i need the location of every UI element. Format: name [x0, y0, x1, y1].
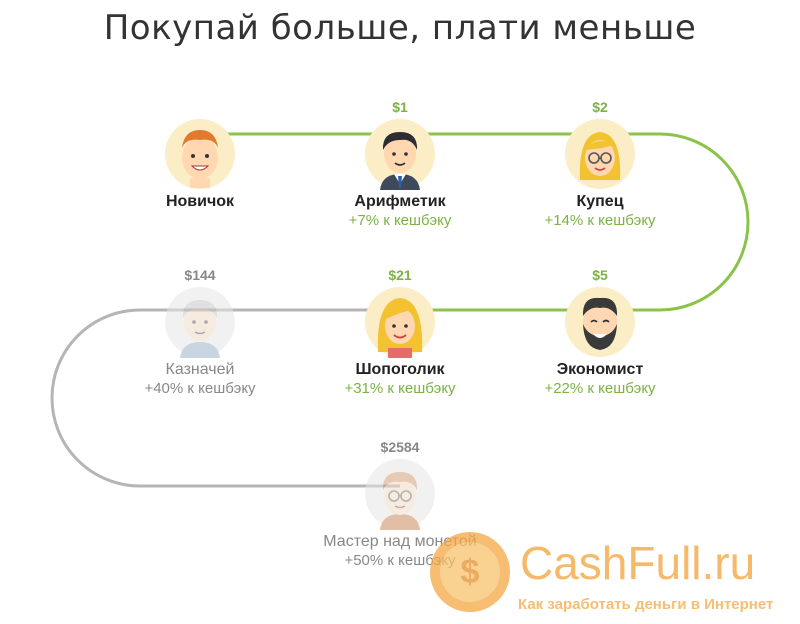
- coin-icon: $: [430, 532, 510, 612]
- economist-avatar-icon: [564, 286, 636, 358]
- level-price: $21: [388, 267, 412, 283]
- shopogolik-avatar-icon: [364, 286, 436, 358]
- kaznachei-avatar-icon: [164, 286, 236, 358]
- novice-avatar-icon: [164, 118, 236, 190]
- coin-symbol: $: [440, 542, 500, 602]
- level-novice: Новичок: [80, 98, 320, 211]
- level-name: Казначей: [165, 361, 235, 378]
- level-shopogolik: $21 Шопоголик +31% к кешбэку: [280, 266, 520, 398]
- cashfull-watermark: $ CashFull.ru Как заработать деньги в Ин…: [430, 532, 800, 624]
- level-bonus: +31% к кешбэку: [344, 380, 456, 397]
- arifmetik-avatar-icon: [364, 118, 436, 190]
- level-kaznachei: $144 Казначей +40% к кешбэку: [80, 266, 320, 398]
- level-name: Экономист: [556, 361, 644, 378]
- watermark-brand: CashFull.ru: [520, 537, 756, 589]
- level-bonus: +40% к кешбэку: [144, 380, 256, 397]
- level-price: $1: [392, 99, 408, 115]
- level-kupets: $2 Купец +14% к кешбэку: [480, 98, 720, 230]
- level-price: $2: [592, 99, 608, 115]
- level-bonus: +50% к кешбэку: [344, 552, 456, 569]
- level-bonus: +22% к кешбэку: [544, 380, 656, 397]
- kupets-avatar-icon: [564, 118, 636, 190]
- level-price: $2584: [380, 439, 420, 455]
- level-name: Шопоголик: [355, 361, 445, 378]
- level-arifmetik: $1 Арифметик +7% к кешбэку: [280, 98, 520, 230]
- level-name: Новичок: [165, 193, 235, 210]
- level-price: $144: [184, 267, 216, 283]
- level-bonus: +14% к кешбэку: [544, 212, 656, 229]
- watermark-tagline: Как заработать деньги в Интернет: [518, 596, 774, 613]
- level-economist: $5 Экономист +22% к кешбэку: [480, 266, 720, 398]
- master-avatar-icon: [364, 458, 436, 530]
- level-master: $2584 Мастер над монетой +50% к кешбэку: [280, 438, 520, 570]
- level-name: Арифметик: [354, 193, 446, 210]
- level-name: Купец: [576, 193, 624, 210]
- level-price: $5: [592, 267, 608, 283]
- level-bonus: +7% к кешбэку: [348, 212, 452, 229]
- page-title: Покупай больше, плати меньше: [103, 8, 697, 48]
